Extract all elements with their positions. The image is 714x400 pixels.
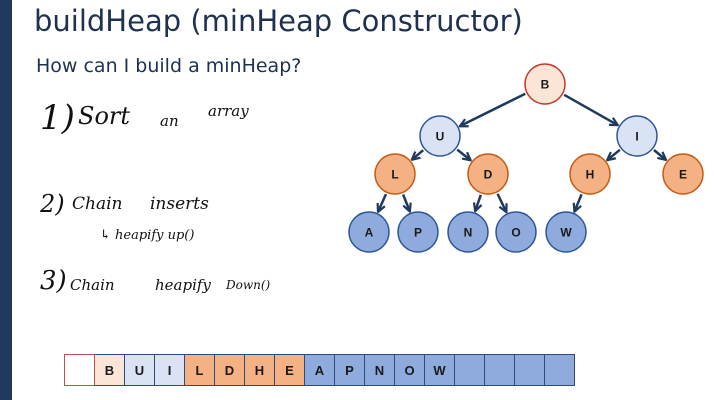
array-cell: D (214, 354, 245, 386)
tree-node-circle (447, 211, 489, 253)
tree-node-label: U (436, 130, 445, 144)
tree-edge-n5-n11 (496, 193, 506, 211)
tree-node-i: I (616, 115, 658, 157)
tree-node-circle (662, 153, 704, 195)
tree-node-label: A (365, 226, 374, 240)
tree-node-label: W (560, 226, 572, 240)
tree-node-label: D (484, 168, 493, 182)
array-cell: W (424, 354, 455, 386)
tree-node-circle (467, 153, 509, 195)
tree-edge-n2-n4 (413, 149, 424, 159)
tree-node-circle (348, 211, 390, 253)
tree-edge-n3-n7 (653, 149, 665, 159)
array-cell: B (94, 354, 125, 386)
array-cell: U (124, 354, 155, 386)
array-cell: N (364, 354, 395, 386)
tree-node-n: N (447, 211, 489, 253)
tree-node-label: O (511, 226, 520, 240)
tree-node-label: H (586, 168, 595, 182)
tree-node-e: E (662, 153, 704, 195)
tree-node-label: N (464, 226, 473, 240)
note-1-number: 1) (40, 98, 75, 138)
tree-node-o: O (495, 211, 537, 253)
array-cell (64, 354, 95, 386)
tree-edge-n4-n9 (401, 193, 409, 210)
tree-node-label: E (679, 168, 687, 182)
tree-node-circle (495, 211, 537, 253)
tree-edge-n1-n3 (563, 93, 617, 125)
tree-node-w: W (545, 211, 587, 253)
array-cell (484, 354, 515, 386)
note-3-number: 3) (40, 266, 67, 296)
tree-node-label: I (635, 130, 638, 144)
tree-edge-n6-n12 (575, 193, 583, 210)
tree-node-l: L (374, 153, 416, 195)
tree-node-p: P (397, 211, 439, 253)
array-cell (544, 354, 575, 386)
tree-edge-n4-n8 (378, 193, 388, 211)
array-cell: A (304, 354, 335, 386)
note-1-word-array: array (208, 102, 249, 120)
tree-node-circle (524, 63, 566, 105)
tree-node-circle (616, 115, 658, 157)
array-cell: H (244, 354, 275, 386)
array-cell: I (154, 354, 185, 386)
note-2-word-inserts: inserts (150, 194, 209, 214)
note-1-word-an: an (160, 112, 179, 130)
array-cell: E (274, 354, 305, 386)
tree-node-label: B (541, 78, 550, 92)
slide-subtitle: How can I build a minHeap? (36, 55, 302, 77)
array-cell: P (334, 354, 365, 386)
tree-node-label: L (391, 168, 398, 182)
note-3-word-down: Down() (226, 278, 271, 292)
tree-node-circle (374, 153, 416, 195)
tree-node-h: H (569, 153, 611, 195)
note-2-sub-heapify-up: ↳ heapify up() (100, 228, 195, 243)
array-cell: O (394, 354, 425, 386)
tree-node-a: A (348, 211, 390, 253)
tree-node-circle (419, 115, 461, 157)
slide-title: buildHeap (minHeap Constructor) (34, 4, 523, 38)
tree-edge-n2-n5 (456, 148, 470, 160)
tree-edge-n3-n6 (608, 148, 621, 160)
tree-node-u: U (419, 115, 461, 157)
tree-node-b: B (524, 63, 566, 105)
slide-left-bar (0, 0, 12, 400)
note-3-word-heapify: heapify (155, 276, 211, 294)
tree-node-circle (545, 211, 587, 253)
array-cell (454, 354, 485, 386)
array-cell (514, 354, 545, 386)
tree-node-circle (397, 211, 439, 253)
note-1-word-sort: Sort (78, 102, 131, 130)
tree-node-label: P (414, 226, 422, 240)
note-2-word-chain: Chain (72, 194, 123, 214)
tree-edge-n1-n2 (461, 92, 526, 126)
array-cell: L (184, 354, 215, 386)
tree-node-circle (569, 153, 611, 195)
note-3-word-chain: Chain (70, 276, 115, 294)
tree-edge-n5-n10 (475, 194, 480, 210)
note-2-number: 2) (40, 190, 65, 218)
tree-node-d: D (467, 153, 509, 195)
